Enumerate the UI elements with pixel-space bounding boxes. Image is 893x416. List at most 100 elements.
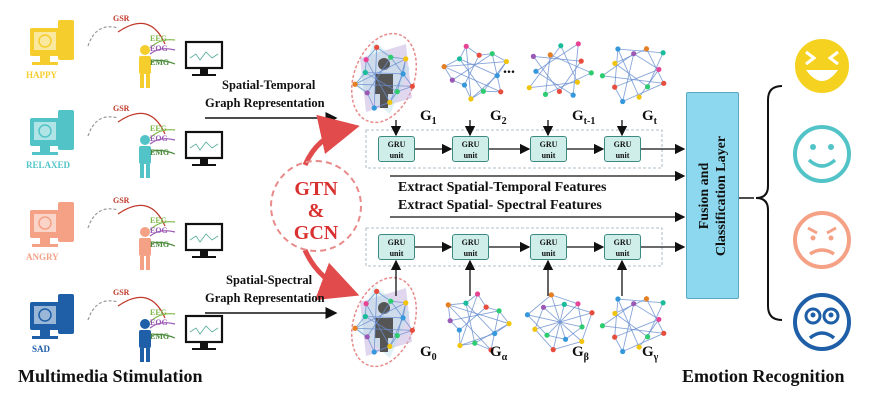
graph-node [526, 85, 532, 91]
gtn-gcn-circle: GTN & GCN [270, 160, 362, 252]
graph-edge [494, 323, 510, 334]
graph-edge [491, 53, 507, 62]
graph-node [364, 334, 370, 340]
graph-edge [533, 56, 560, 92]
gru-label: GRU [387, 140, 406, 149]
graph-node [468, 96, 474, 102]
signal-trace [189, 51, 219, 61]
gru-label: GRU [387, 238, 406, 247]
stimulus-row-angry [30, 202, 224, 270]
monitor-base [32, 244, 58, 247]
person-body-icon [139, 238, 151, 256]
monitor-foot [192, 256, 216, 258]
graph-edge [450, 310, 500, 322]
graph-label-sub: α [501, 352, 508, 363]
graph-label-top-3: Gt [642, 108, 657, 127]
graph-node [588, 70, 594, 76]
graph-edge [366, 92, 375, 109]
graph-node [612, 84, 618, 90]
graph-node [447, 318, 453, 324]
emotion-recognition-label: Emotion Recognition [682, 366, 845, 386]
graph-node [532, 326, 538, 332]
graph-edge [535, 70, 574, 96]
monitor-base [32, 62, 58, 65]
graph-spectral-1 [445, 291, 512, 353]
graph-node [388, 54, 394, 60]
graph-edge [443, 66, 501, 93]
graph-node [506, 321, 512, 327]
gru-unit-label: unit [541, 249, 556, 258]
face-mouth [808, 331, 836, 340]
monitor-base [32, 152, 58, 155]
graph-node [400, 71, 406, 77]
graph-node [371, 349, 377, 355]
face-circle [793, 211, 851, 269]
graph-node [645, 334, 651, 340]
graph-edge [543, 306, 583, 342]
computer-screen [34, 214, 56, 232]
face-brow-right [826, 226, 837, 235]
monitor-neck [200, 250, 208, 256]
graph-label-base: G [642, 108, 654, 124]
graph-label-sub: 1 [431, 116, 437, 127]
graph-node [441, 64, 447, 70]
graph-node [456, 56, 463, 62]
graph-label-base: G [490, 108, 502, 124]
emotion-label-happy: HAPPY [26, 70, 57, 80]
eeg-label: EEG [150, 216, 167, 225]
fusion-label-line1: Fusion and [696, 162, 712, 229]
gru-label: GRU [613, 140, 632, 149]
graph-node [461, 82, 468, 88]
eeg-label: EEG [150, 34, 167, 43]
graph-edge [447, 304, 451, 321]
graph-edge [470, 75, 498, 100]
gtn-label: GTN [294, 178, 338, 200]
graph-node [544, 332, 550, 338]
graph-edge [534, 328, 554, 350]
graph-edge [490, 310, 500, 351]
gru-label: GRU [539, 140, 558, 149]
graph-node [363, 301, 369, 307]
graph-node [631, 51, 637, 57]
graph-node [409, 83, 415, 89]
graph-label-base: G [420, 344, 432, 360]
graph-edge [622, 332, 664, 352]
monitor-foot [192, 74, 216, 76]
graph-edge [365, 303, 391, 347]
graph-label-sub: t-1 [583, 116, 596, 127]
eog-label: EOG [150, 226, 168, 235]
graph-node [498, 89, 504, 95]
person-leg-left [140, 256, 144, 270]
graph-node [489, 51, 495, 57]
face-brow-left [807, 226, 818, 235]
graph-spectral-0-nodes [352, 288, 415, 355]
red-arrow-down [302, 248, 360, 301]
stimulus-row-relaxed [30, 110, 224, 178]
graph-edge [452, 53, 493, 81]
emg-wire [149, 333, 176, 339]
graph-edge [448, 304, 510, 325]
graph-node [364, 90, 370, 96]
person-head-icon [140, 45, 150, 55]
graph-label-base: G [642, 344, 654, 360]
graph-node [488, 347, 494, 353]
graph-node [656, 66, 662, 73]
graph-edge [365, 72, 398, 93]
face-eye-right [828, 144, 834, 150]
graph-edge [622, 303, 635, 352]
eog-wire [149, 322, 176, 329]
graph-edge [527, 314, 583, 328]
graph-temporal-0 [350, 32, 418, 124]
computer-tower-icon [58, 294, 74, 334]
graph-edge [552, 304, 565, 350]
person-body-icon [139, 56, 151, 74]
graph-edge [448, 302, 466, 306]
graph-edge [459, 306, 487, 331]
person-leg-left [140, 74, 144, 88]
gru-label: GRU [613, 238, 632, 247]
screen-face-icon [38, 308, 52, 322]
face-pupil-left [810, 312, 816, 318]
graph-edge [529, 81, 578, 89]
